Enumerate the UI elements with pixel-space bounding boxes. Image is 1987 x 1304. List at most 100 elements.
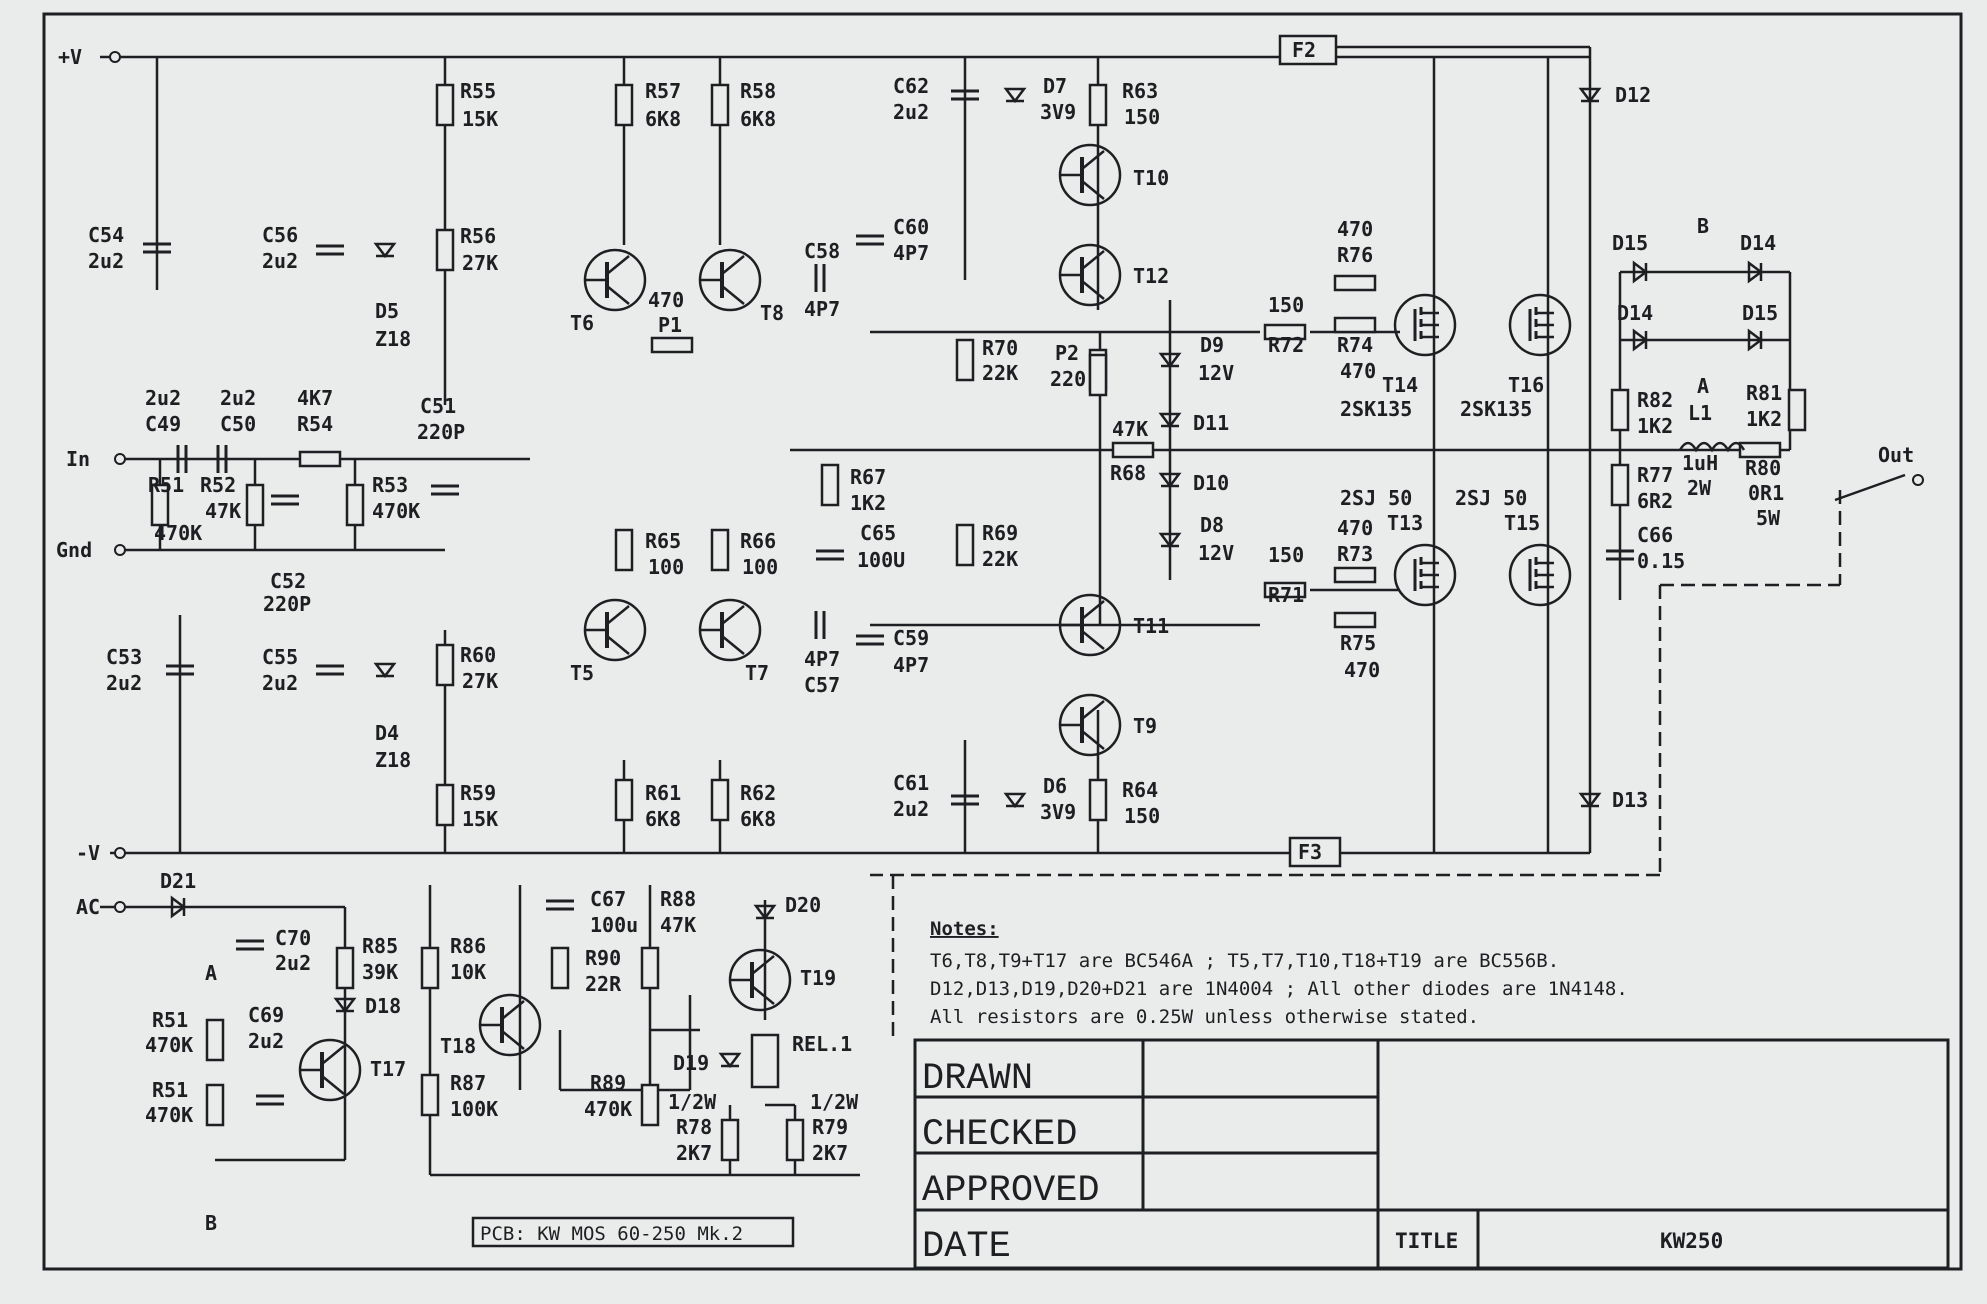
label-r85: R85: [362, 934, 398, 958]
label-r53: R53: [372, 473, 408, 497]
label-c54v: 2u2: [88, 249, 124, 273]
rail-in: In: [66, 447, 90, 471]
label-c50: C50: [220, 412, 256, 436]
label-r71: R71: [1268, 583, 1304, 607]
label-r76: R76: [1337, 243, 1373, 267]
label-r81v: 1K2: [1746, 407, 1782, 431]
label-r68: R68: [1110, 461, 1146, 485]
fuse-f2: F2: [1292, 38, 1316, 62]
label-c60v: 4P7: [893, 241, 929, 265]
label-r75v: 470: [1344, 658, 1380, 682]
notes-line2: D12,D13,D19,D20+D21 are 1N4004 ; All oth…: [930, 978, 1628, 1000]
label-a-low: A: [205, 961, 217, 985]
label-c52v: 220P: [263, 592, 311, 616]
label-d14a: D14: [1740, 231, 1776, 255]
label-r55v: 15K: [462, 107, 498, 131]
label-c62v: 2u2: [893, 100, 929, 124]
label-t5: T5: [570, 661, 594, 685]
label-l1p: 2W: [1687, 476, 1712, 500]
label-c60: C60: [893, 215, 929, 239]
label-r61v: 6K8: [645, 807, 681, 831]
label-r56v: 27K: [462, 251, 498, 275]
label-b-low: B: [205, 1211, 217, 1235]
label-d6v: 3V9: [1040, 800, 1076, 824]
label-r75: R75: [1340, 631, 1376, 655]
label-c61v: 2u2: [893, 797, 929, 821]
label-r60: R60: [460, 643, 496, 667]
label-d15b: D15: [1742, 301, 1778, 325]
notes-line1: T6,T8,T9+T17 are BC546A ; T5,T7,T10,T18+…: [930, 950, 1559, 972]
label-t16t: 2SK135: [1460, 397, 1532, 421]
label-d7v: 3V9: [1040, 100, 1076, 124]
label-r62v: 6K8: [740, 807, 776, 831]
label-r82v: 1K2: [1637, 414, 1673, 438]
label-t8: T8: [760, 301, 784, 325]
label-c49v: 2u2: [145, 386, 181, 410]
label-r54: R54: [297, 412, 333, 436]
label-r57v: 6K8: [645, 107, 681, 131]
label-c70v: 2u2: [275, 951, 311, 975]
label-d12: D12: [1615, 83, 1651, 107]
label-c69: C69: [248, 1003, 284, 1027]
label-t13: T13: [1387, 511, 1423, 535]
label-c56v: 2u2: [262, 249, 298, 273]
label-rel: REL.1: [792, 1032, 852, 1056]
label-r65: R65: [645, 529, 681, 553]
label-d19: D19: [673, 1051, 709, 1075]
label-r79: R79: [812, 1115, 848, 1139]
title-block-title-value: KW250: [1660, 1229, 1723, 1253]
label-t18: T18: [440, 1034, 476, 1058]
label-c55v: 2u2: [262, 671, 298, 695]
label-r86v: 10K: [450, 960, 486, 984]
label-r51av: 470K: [145, 1033, 193, 1057]
label-c51v: 220P: [417, 420, 465, 444]
label-c59v: 4P7: [893, 653, 929, 677]
pcb-label: PCB: KW MOS 60-250 Mk.2: [480, 1223, 743, 1245]
label-d9: D9: [1200, 333, 1224, 357]
label-r65v: 100: [648, 555, 684, 579]
label-t13t: 2SJ 50: [1340, 486, 1412, 510]
label-r90v: 22R: [585, 972, 622, 996]
label-d21: D21: [160, 869, 196, 893]
label-c61: C61: [893, 771, 929, 795]
label-r63v: 150: [1124, 105, 1160, 129]
label-d8v: 12V: [1198, 541, 1234, 565]
label-r51: R51: [148, 473, 184, 497]
label-d18: D18: [365, 994, 401, 1018]
label-d5v: Z18: [375, 327, 411, 351]
label-c66: C66: [1637, 523, 1673, 547]
label-c50v: 2u2: [220, 386, 256, 410]
label-r69: R69: [982, 521, 1018, 545]
label-r90: R90: [585, 946, 621, 970]
label-r87v: 100K: [450, 1097, 498, 1121]
label-r78p: 1/2W: [668, 1090, 717, 1114]
label-c58v: 4P7: [804, 297, 840, 321]
title-block-title-label: TITLE: [1395, 1229, 1458, 1253]
label-r71v: 150: [1268, 543, 1304, 567]
label-t15: T15: [1504, 511, 1540, 535]
label-r69v: 22K: [982, 547, 1018, 571]
label-r78: R78: [676, 1115, 712, 1139]
label-r88v: 47K: [660, 913, 696, 937]
label-c49: C49: [145, 412, 181, 436]
label-r57: R57: [645, 79, 681, 103]
rail-gnd: Gnd: [56, 538, 92, 562]
label-r77: R77: [1637, 463, 1673, 487]
label-r68v: 47K: [1112, 417, 1148, 441]
label-t16: T16: [1508, 373, 1544, 397]
label-c67v: 100u: [590, 913, 638, 937]
label-t14t: 2SK135: [1340, 397, 1412, 421]
notes-line3: All resistors are 0.25W unless otherwise…: [930, 1006, 1479, 1028]
label-d15a: D15: [1612, 231, 1648, 255]
label-r70: R70: [982, 336, 1018, 360]
label-r51bv: 470K: [145, 1103, 193, 1127]
label-d4: D4: [375, 721, 399, 745]
label-t17: T17: [370, 1057, 406, 1081]
label-r54v: 4K7: [297, 386, 333, 410]
label-d10: D10: [1193, 471, 1229, 495]
label-r74: R74: [1337, 333, 1373, 357]
label-r76v: 470: [1337, 217, 1373, 241]
label-c53: C53: [106, 645, 142, 669]
label-r80v: 0R1: [1748, 481, 1784, 505]
label-r53v: 470K: [372, 499, 420, 523]
